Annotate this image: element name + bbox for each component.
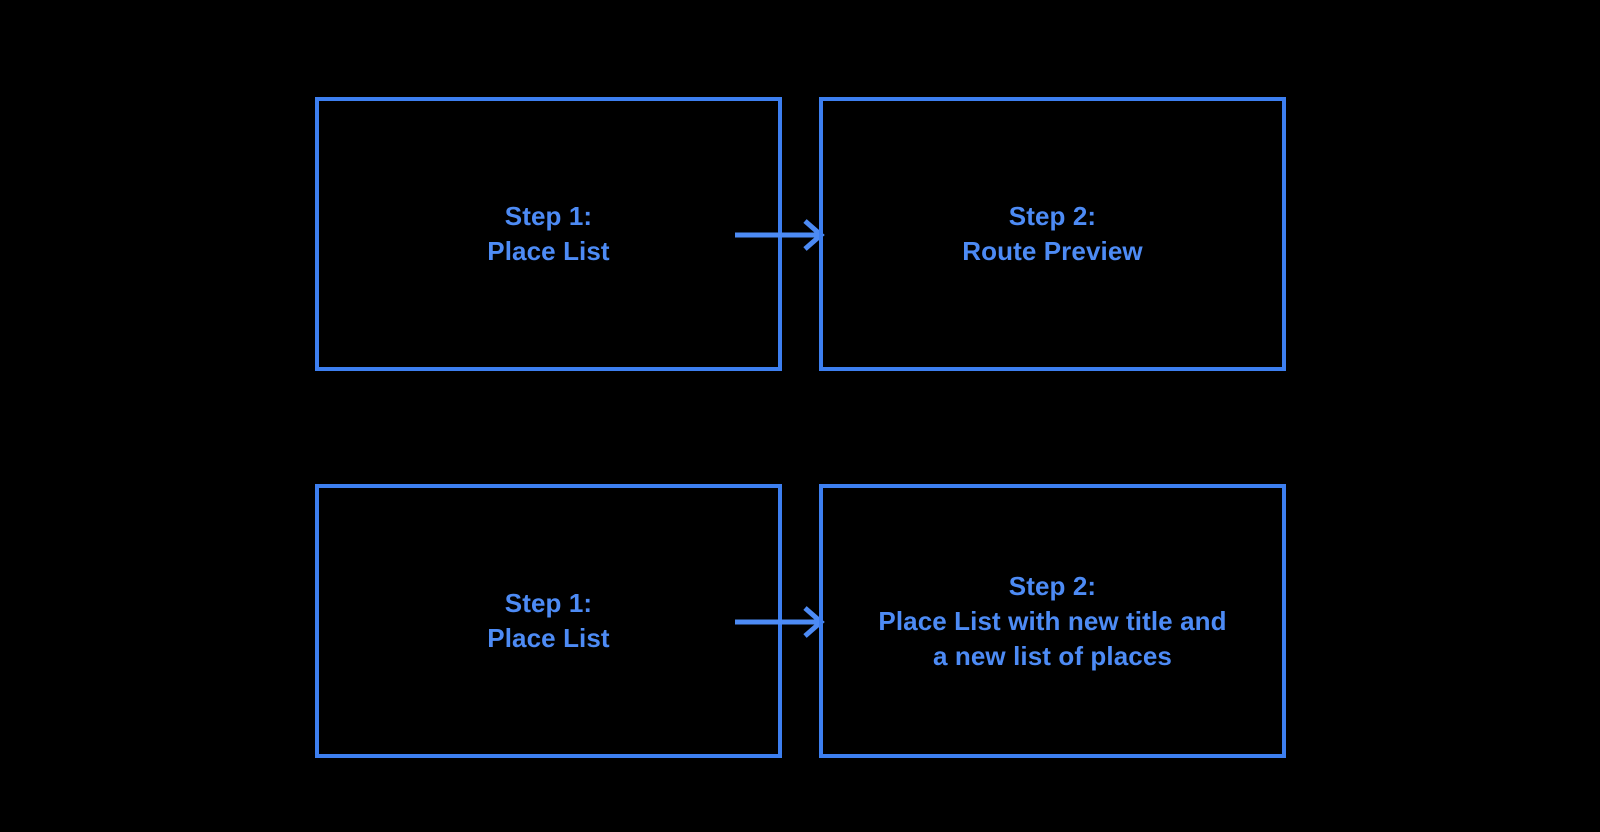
step-box-label: Step 2: Place List with new title and a … <box>878 570 1227 671</box>
step-box-label: Step 1: Place List <box>487 201 610 266</box>
step-box-from-bottom[interactable]: Step 1: Place List <box>315 484 782 758</box>
flow-row-route-preview: Step 1: Place List Step 2: Route Preview <box>0 90 1600 380</box>
step-box-from-top[interactable]: Step 1: Place List <box>315 97 782 371</box>
step-box-to-bottom[interactable]: Step 2: Place List with new title and a … <box>819 484 1286 758</box>
step-box-to-top[interactable]: Step 2: Route Preview <box>819 97 1286 371</box>
step-box-label: Step 1: Place List <box>487 588 610 653</box>
flow-row-place-list-update: Step 1: Place List Step 2: Place List wi… <box>0 477 1600 767</box>
step-box-label: Step 2: Route Preview <box>962 201 1143 266</box>
